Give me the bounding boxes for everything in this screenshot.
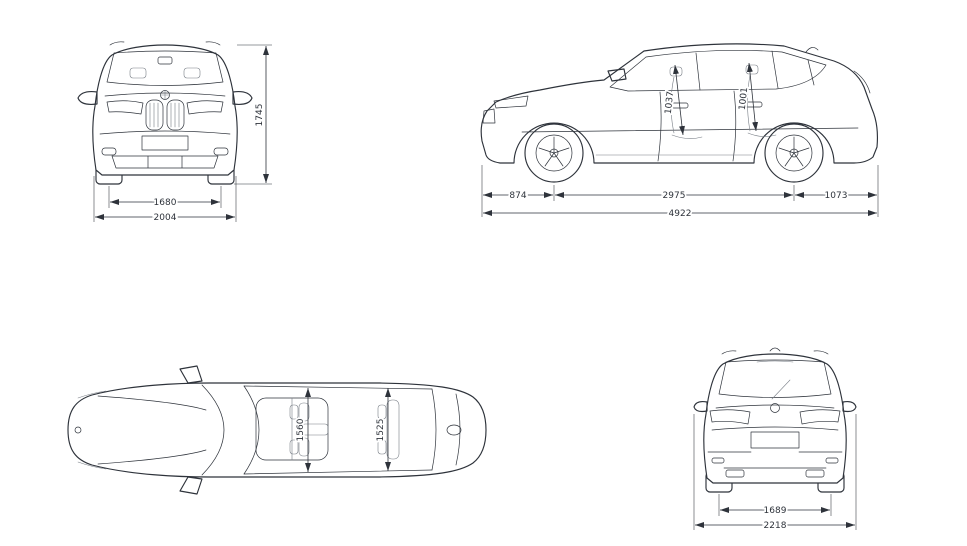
right-headlight — [186, 100, 224, 115]
dim-rear-overhang: 1073 — [825, 191, 848, 201]
rear-window-edge — [431, 388, 437, 471]
dim-rear-headroom: 1001 — [738, 87, 750, 111]
dim-rear-shoulder-room: 1525 — [376, 419, 386, 442]
rear-car — [693, 347, 857, 493]
rear-roundel-icon — [770, 403, 780, 413]
side-view: 1037 1001 874 2975 1073 4922 — [480, 43, 879, 221]
front-view: 1745 1680 2004 — [77, 41, 272, 225]
glasshouse — [609, 49, 827, 92]
dim-front-overhang: 874 — [509, 191, 526, 201]
license-plate — [141, 135, 189, 151]
dim-wheelbase: 2975 — [663, 191, 686, 201]
rear-license-plate — [750, 431, 800, 449]
side-car — [480, 43, 879, 183]
rearview-mirror — [157, 56, 173, 65]
antenna-fin — [805, 47, 819, 53]
dim-width-incl-mirrors: 2218 — [764, 521, 787, 531]
left-reflector — [711, 457, 725, 464]
rear-dimensions: 1689 2218 — [693, 414, 857, 533]
windshield — [106, 50, 224, 86]
rear-wheel — [764, 123, 824, 183]
left-exhaust — [725, 469, 745, 478]
front-car — [77, 41, 253, 185]
right-reflector — [825, 457, 839, 464]
right-exhaust — [805, 469, 825, 478]
roof-front-edge — [243, 385, 260, 475]
left-taillight — [709, 409, 751, 425]
dim-overall-width: 2004 — [154, 213, 177, 223]
dim-front-shoulder-room: 1560 — [296, 418, 306, 441]
front-details — [77, 41, 253, 169]
rear-antenna-fin — [769, 347, 781, 352]
rear-view: 1689 2218 — [693, 347, 857, 533]
right-taillight — [799, 409, 841, 425]
front-body-outline — [92, 44, 238, 176]
rear-detail — [446, 424, 462, 436]
dim-overall-length: 4922 — [669, 209, 692, 219]
kidney-grille-right — [166, 99, 185, 131]
dim-front-headroom: 1037 — [664, 91, 676, 115]
rear-left-mirror — [693, 400, 708, 413]
hood-roundel-icon — [74, 426, 82, 434]
top-body-outline — [67, 382, 487, 478]
dim-overall-height: 1745 — [255, 104, 265, 127]
top-right-mirror — [179, 476, 203, 495]
side-mirror — [607, 68, 627, 82]
rear-details — [693, 347, 857, 478]
top-left-mirror — [179, 365, 203, 384]
front-wheel — [524, 123, 584, 183]
side-dimensions: 1037 1001 874 2975 1073 4922 — [481, 62, 879, 221]
kidney-grille-left — [145, 99, 164, 131]
top-dimensions: 1560 1525 — [294, 388, 391, 472]
side-taillight — [853, 70, 871, 94]
dim-rear-track: 1689 — [764, 506, 787, 516]
tailgate-edge — [455, 393, 461, 466]
front-dimensions: 1745 1680 2004 — [93, 44, 272, 225]
windshield-base — [201, 384, 225, 476]
dim-front-track: 1680 — [154, 198, 177, 208]
rear-right-mirror — [842, 400, 857, 413]
right-mirror — [232, 91, 253, 105]
left-headlight — [106, 100, 144, 115]
left-mirror — [77, 91, 98, 105]
top-details — [74, 365, 462, 495]
left-foglight — [101, 147, 117, 156]
rear-window — [718, 359, 832, 398]
right-foglight — [213, 147, 229, 156]
top-car — [67, 365, 487, 495]
top-view: 1560 1525 — [67, 365, 487, 495]
rear-body-outline — [703, 353, 847, 484]
side-headlight — [493, 95, 529, 109]
